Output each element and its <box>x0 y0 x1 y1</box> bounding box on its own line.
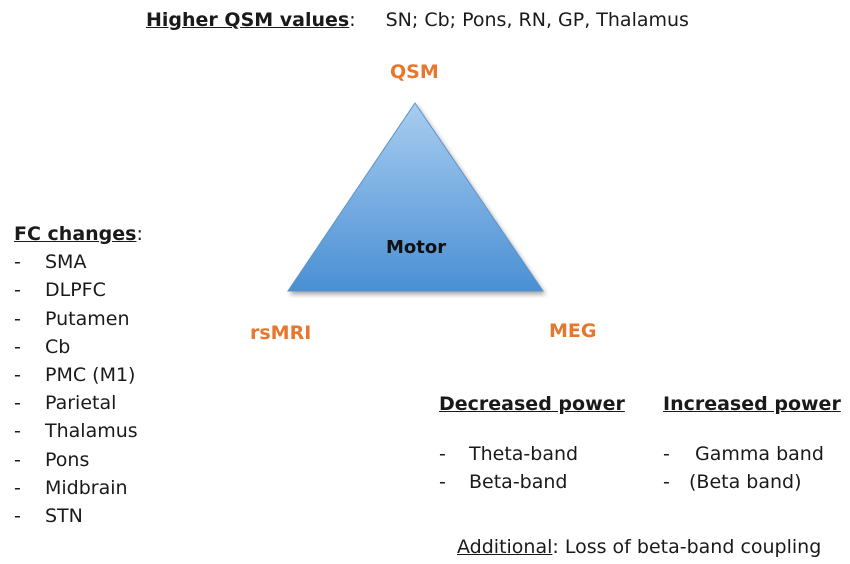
additional-note: Additional: Loss of beta-band coupling <box>457 536 821 558</box>
fc-changes-item: - SMA <box>14 248 143 276</box>
fc-changes-item-label: Cb <box>45 335 71 358</box>
decreased-power-list: - Theta-band - Beta-band <box>439 440 625 496</box>
list-bullet-dash: - <box>14 505 21 528</box>
fc-changes-item-label: Parietal <box>45 392 117 415</box>
increased-power-item: -(Beta band) <box>663 468 841 496</box>
list-bullet-dash: - <box>14 307 21 330</box>
fc-changes-item: - Midbrain <box>14 474 143 502</box>
decreased-power-heading: Decreased power <box>439 393 625 415</box>
fc-changes-item-label: Thalamus <box>45 420 138 443</box>
list-bullet-dash: - <box>14 251 21 274</box>
list-bullet-dash: - <box>14 335 21 358</box>
list-bullet-dash: - <box>14 279 21 302</box>
fc-changes-item-label: Putamen <box>45 307 130 330</box>
fc-changes-item: - Pons <box>14 446 143 474</box>
increased-power-item-label: (Beta band) <box>689 471 802 493</box>
motor-triangle <box>287 102 544 292</box>
fc-changes-colon: : <box>136 223 143 245</box>
decreased-power-item-label: Theta-band <box>469 443 579 465</box>
list-bullet-dash: - <box>14 476 21 499</box>
increased-power-heading: Increased power <box>663 393 841 415</box>
increased-power-block: Increased power - Gamma band-(Beta band) <box>663 393 841 496</box>
decreased-power-block: Decreased power - Theta-band - Beta-band <box>439 393 625 496</box>
fc-changes-item: - STN <box>14 502 143 530</box>
triangle-right-label: MEG <box>549 320 597 342</box>
fc-changes-item-label: PMC (M1) <box>45 364 136 387</box>
decreased-power-item: - Theta-band <box>439 440 625 468</box>
fc-changes-item: - Thalamus <box>14 417 143 445</box>
fc-changes-item: - Parietal <box>14 389 143 417</box>
fc-changes-item-label: Pons <box>45 448 90 471</box>
list-bullet-dash: - <box>14 448 21 471</box>
fc-changes-item-label: STN <box>45 505 83 528</box>
triangle-left-label: rsMRI <box>250 322 312 344</box>
fc-changes-block: FC changes: - SMA - DLPFC - Putamen - Cb - PMC (M… <box>14 220 143 530</box>
list-bullet-dash: - <box>14 392 21 415</box>
fc-changes-item: - Cb <box>14 333 143 361</box>
triangle-shape <box>287 102 544 292</box>
increased-power-list: - Gamma band-(Beta band) <box>663 440 841 496</box>
increased-power-item-label: Gamma band <box>689 443 824 465</box>
list-bullet-dash: - <box>14 420 21 443</box>
fc-changes-list: -SMA-DLPFC-Putamen-Cb-PMC (M1)-Parietal-… <box>14 248 143 530</box>
fc-changes-item: - PMC (M1) <box>14 361 143 389</box>
fc-changes-item: - Putamen <box>14 305 143 333</box>
fc-changes-item-label: DLPFC <box>45 279 106 302</box>
fc-changes-item-label: Midbrain <box>45 476 128 499</box>
decreased-power-item: - Beta-band <box>439 468 625 496</box>
list-bullet-dash: - <box>663 471 670 493</box>
qsm-values-list: SN; Cb; Pons, RN, GP, Thalamus <box>385 9 689 31</box>
qsm-values-colon: : <box>349 9 356 31</box>
list-bullet-dash: - <box>439 471 446 493</box>
additional-heading: Additional <box>457 536 553 558</box>
additional-text: : Loss of beta-band coupling <box>552 536 822 558</box>
list-bullet-dash: - <box>663 443 670 465</box>
increased-power-item: - Gamma band <box>663 440 841 468</box>
decreased-power-item-label: Beta-band <box>469 471 568 493</box>
list-bullet-dash: - <box>439 443 446 465</box>
triangle-center-label: Motor <box>386 237 447 258</box>
qsm-values-heading: Higher QSM values <box>146 9 350 31</box>
qsm-values-line: Higher QSM values: SN; Cb; Pons, RN, GP, … <box>146 9 689 31</box>
fc-changes-heading: FC changes <box>14 223 137 245</box>
fc-changes-title: FC changes: <box>14 220 143 248</box>
fc-changes-item: - DLPFC <box>14 276 143 304</box>
list-bullet-dash: - <box>14 364 21 387</box>
fc-changes-item-label: SMA <box>45 251 87 274</box>
triangle-top-label: QSM <box>390 61 439 83</box>
